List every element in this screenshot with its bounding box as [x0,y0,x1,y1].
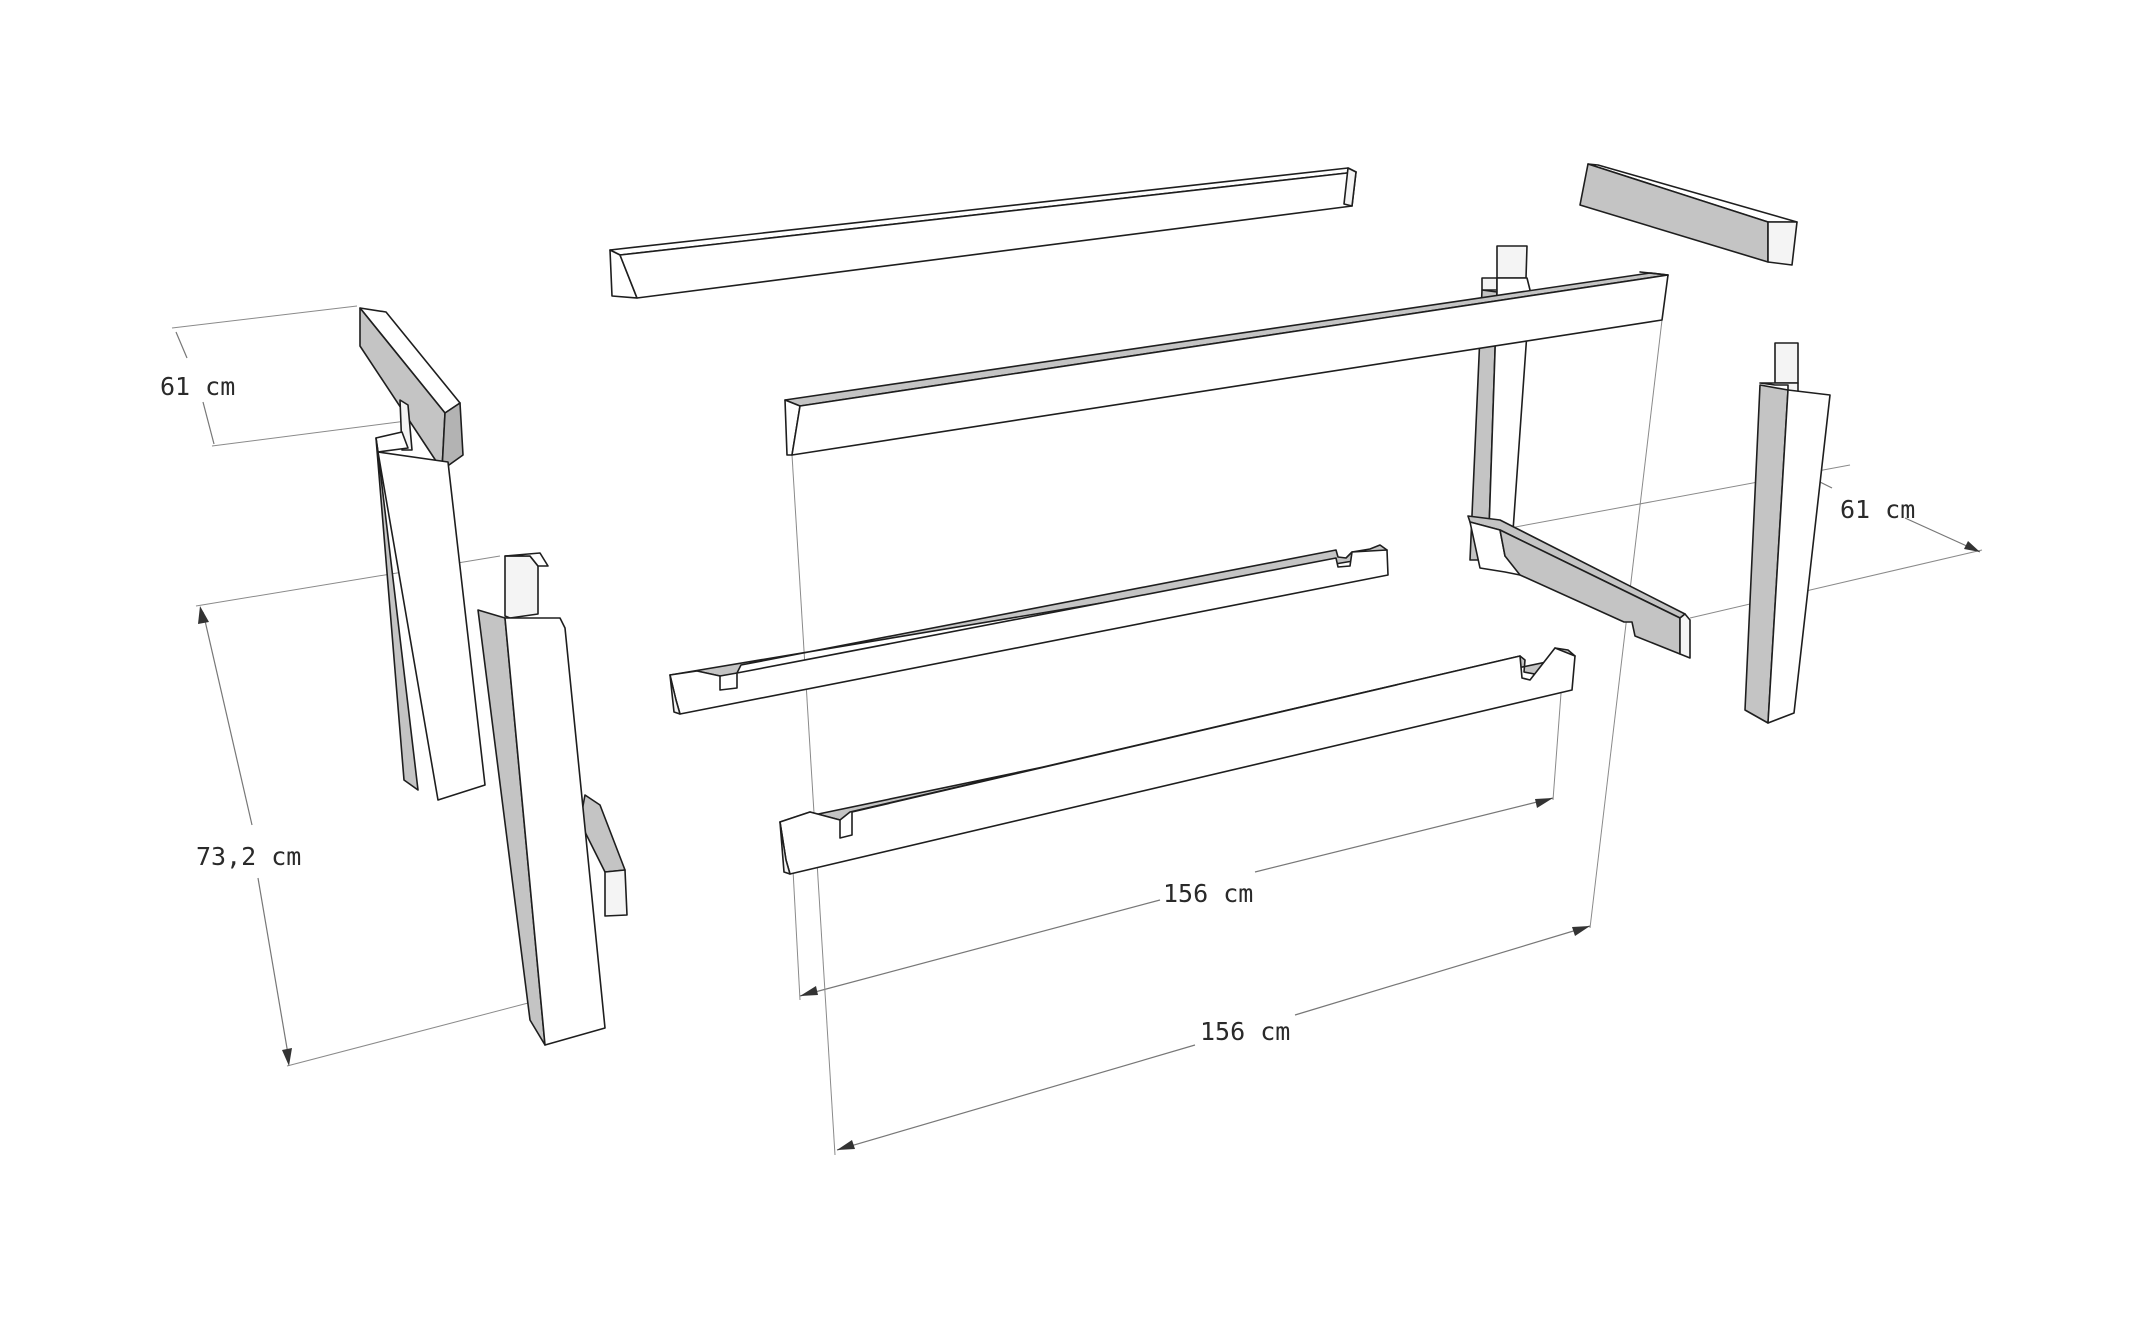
dimension-line-left-61 [202,401,215,445]
dimension-arrow [800,986,818,996]
extension-line [286,1001,533,1067]
extension-line [1552,679,1563,801]
dimension-line-leg-height [202,611,253,826]
dimension-label-upper-156: 156 cm [1200,1017,1290,1046]
dimension-label-leg-height: 73,2 cm [196,842,301,871]
right-front-leg [1744,342,1831,724]
right-stretcher [1467,515,1691,659]
extension-line [1689,549,1983,619]
extension-line [171,305,358,329]
dimension-arrow [837,1140,855,1150]
dimension-lines [171,305,1983,1156]
dimension-line-right-61 [1819,481,1833,489]
middle-long-rail [669,544,1389,715]
dimension-label-lower-156: 156 cm [1163,879,1253,908]
extension-line [1589,319,1663,929]
dimension-arrow [1572,926,1590,936]
lower-long-rail [779,647,1576,875]
dimension-line-upper-156 [836,1044,1196,1151]
dimension-line-lower-156 [1254,797,1554,873]
dimension-line-leg-height [257,877,290,1061]
dimension-arrow [282,1048,292,1066]
extension-line [211,417,431,447]
dimension-arrow [1535,798,1553,808]
dimension-arrow [198,606,209,624]
extension-line [791,454,836,1156]
dimension-label-left-61: 61 cm [160,372,235,401]
top-right-short-beam [1579,163,1798,266]
front-top-apron [784,271,1669,456]
dimension-line-lower-156 [799,899,1161,997]
left-rear-leg [375,399,486,801]
right-rear-leg [1469,245,1531,561]
dimension-label-right-61: 61 cm [1840,495,1915,524]
dimension-arrow [1964,541,1980,552]
left-front-leg [477,552,606,1046]
extension-line [792,869,801,1001]
dimension-line-upper-156 [1294,925,1591,1016]
left-top-short-beam [359,307,464,471]
dimension-line-left-61 [175,331,188,359]
top-left-long-beam [609,167,1357,299]
